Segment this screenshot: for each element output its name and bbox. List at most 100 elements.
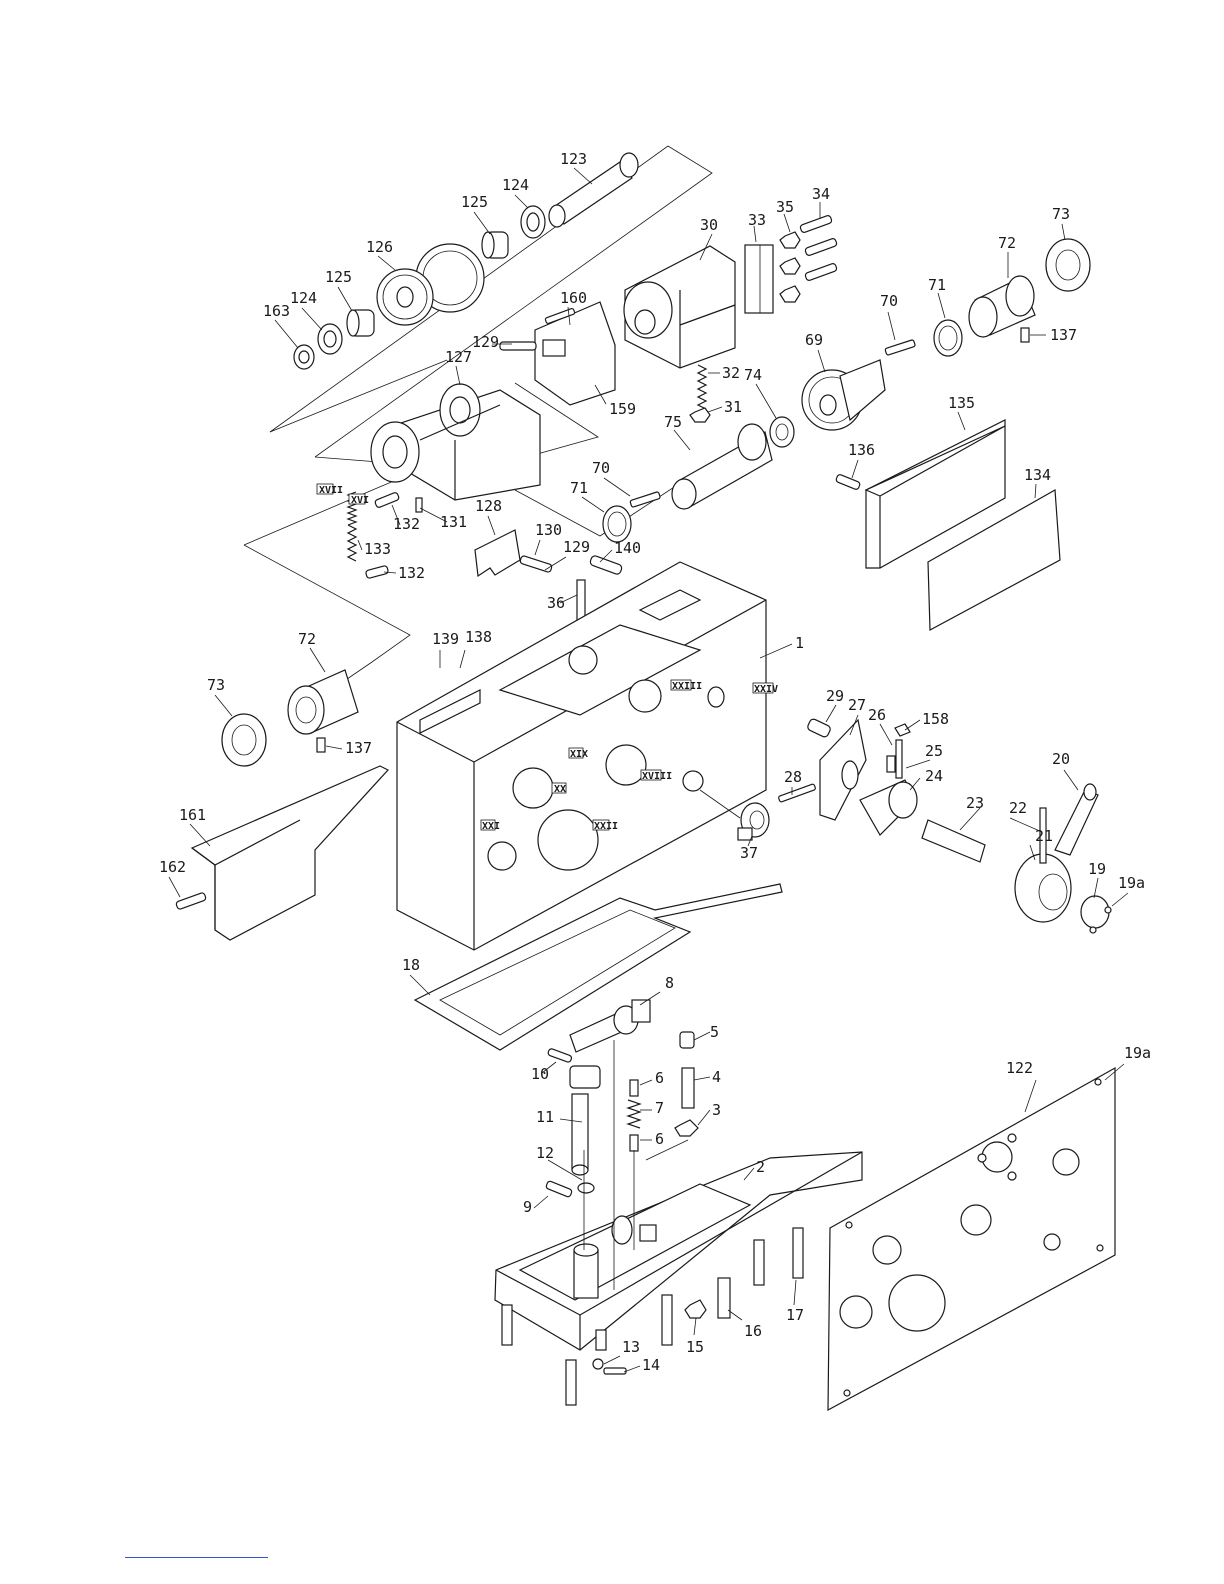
part-label: 140 bbox=[614, 539, 641, 557]
part-label: 69 bbox=[805, 331, 823, 349]
part-label: 72 bbox=[298, 630, 316, 648]
part-label: 162 bbox=[159, 858, 186, 876]
part-label: 14 bbox=[642, 1356, 660, 1374]
screw-162 bbox=[175, 892, 207, 910]
bearing-73-lower bbox=[221, 713, 267, 767]
springs-and-pins bbox=[346, 491, 623, 626]
part-label: 9 bbox=[523, 1198, 532, 1216]
part-label: 129 bbox=[563, 538, 590, 556]
clamp-30 bbox=[623, 244, 774, 369]
part-label: 10 bbox=[531, 1065, 549, 1083]
bushing-72-upper bbox=[968, 275, 1036, 338]
roman-tag: XX bbox=[554, 784, 566, 795]
key-70-upper bbox=[884, 339, 916, 356]
part-label: 70 bbox=[592, 459, 610, 477]
part-label: 136 bbox=[848, 441, 875, 459]
part-label: 15 bbox=[686, 1338, 704, 1356]
plate-122 bbox=[827, 1066, 1116, 1412]
base-2 bbox=[494, 1151, 863, 1406]
fork-128 bbox=[474, 529, 553, 578]
gear-69 bbox=[801, 359, 886, 431]
roman-tag: XVII bbox=[319, 485, 343, 496]
part-label: 6 bbox=[655, 1130, 664, 1148]
part-label: 139 bbox=[432, 630, 459, 648]
part-label: 71 bbox=[570, 479, 588, 497]
part-label: 16 bbox=[744, 1322, 762, 1340]
part-label: 163 bbox=[263, 302, 290, 320]
roman-tag: XXII bbox=[594, 821, 618, 832]
screws-34-35 bbox=[779, 215, 838, 303]
part-label: 160 bbox=[560, 289, 587, 307]
part-label: 138 bbox=[465, 628, 492, 646]
part-label: 22 bbox=[1009, 799, 1027, 817]
part-label: 130 bbox=[535, 521, 562, 539]
roman-tag: XXIII bbox=[672, 681, 702, 692]
screw-136 bbox=[835, 474, 861, 490]
part-label: 137 bbox=[1050, 326, 1077, 344]
roman-numeral-tags: XVII XVI XXIII XXIV XIX XVIII XX XXI XXI… bbox=[316, 483, 778, 832]
part-label: 3 bbox=[712, 1101, 721, 1119]
part-label: 2 bbox=[756, 1158, 765, 1176]
part-label: 72 bbox=[998, 234, 1016, 252]
roman-tag: XIX bbox=[570, 749, 588, 760]
part-label: 158 bbox=[922, 710, 949, 728]
part-label: 19a bbox=[1118, 874, 1145, 892]
key-70-lower bbox=[629, 491, 661, 508]
part-label: 37 bbox=[740, 844, 758, 862]
part-label: 12 bbox=[536, 1144, 554, 1162]
sleeve-75 bbox=[671, 423, 773, 510]
part-label: 74 bbox=[744, 366, 762, 384]
cover-161 bbox=[190, 765, 389, 941]
part-label: 71 bbox=[928, 276, 946, 294]
footer-rule bbox=[125, 1557, 268, 1558]
roman-tag: XVI bbox=[351, 495, 369, 506]
roman-tag: XVIII bbox=[642, 771, 672, 782]
spring-32 bbox=[689, 364, 711, 423]
part-label: 20 bbox=[1052, 750, 1070, 768]
part-label: 133 bbox=[364, 540, 391, 558]
part-label: 129 bbox=[472, 333, 499, 351]
part-label: 73 bbox=[1052, 205, 1070, 223]
part-label: 6 bbox=[655, 1069, 664, 1087]
washer-71-lower bbox=[602, 505, 632, 543]
part-label: 30 bbox=[700, 216, 718, 234]
part-label: 11 bbox=[536, 1108, 554, 1126]
part-label: 32 bbox=[722, 364, 740, 382]
washer-71-upper bbox=[933, 319, 963, 357]
part-label: 26 bbox=[868, 706, 886, 724]
lever-group bbox=[778, 718, 1112, 934]
washer-74 bbox=[769, 416, 795, 448]
bearing-73-upper bbox=[1045, 238, 1091, 292]
part-label: 13 bbox=[622, 1338, 640, 1356]
part-label: 137 bbox=[345, 739, 372, 757]
gasket-18 bbox=[413, 883, 783, 1051]
part-label: 1 bbox=[795, 634, 804, 652]
part-label: 125 bbox=[325, 268, 352, 286]
part-label: 33 bbox=[748, 211, 766, 229]
part-label: 124 bbox=[290, 289, 317, 307]
pin-137-upper bbox=[1020, 327, 1030, 343]
detent-parts bbox=[545, 999, 699, 1198]
part-label: 31 bbox=[724, 398, 742, 416]
double-gear bbox=[376, 243, 485, 326]
gear-shaft-assembly bbox=[293, 152, 639, 370]
part-label: 18 bbox=[402, 956, 420, 974]
part-label: 126 bbox=[366, 238, 393, 256]
part-label: 27 bbox=[848, 696, 866, 714]
part-labels: 1 2 3 4 5 6 6 7 8 9 10 11 12 13 14 15 16… bbox=[159, 150, 1151, 1374]
cover-plate-135 bbox=[864, 419, 1006, 569]
part-label: 131 bbox=[440, 513, 467, 531]
leader-lines bbox=[168, 167, 1129, 1373]
part-label: 35 bbox=[776, 198, 794, 216]
part-label: 132 bbox=[393, 515, 420, 533]
part-label: 132 bbox=[398, 564, 425, 582]
part-label: 25 bbox=[925, 742, 943, 760]
part-label: 19 bbox=[1088, 860, 1106, 878]
part-label: 29 bbox=[826, 687, 844, 705]
part-label: 4 bbox=[712, 1068, 721, 1086]
part-label: 125 bbox=[461, 193, 488, 211]
part-label: 19a bbox=[1124, 1044, 1151, 1062]
part-label: 8 bbox=[665, 974, 674, 992]
plug-37 bbox=[737, 802, 770, 841]
part-label: 75 bbox=[664, 413, 682, 431]
